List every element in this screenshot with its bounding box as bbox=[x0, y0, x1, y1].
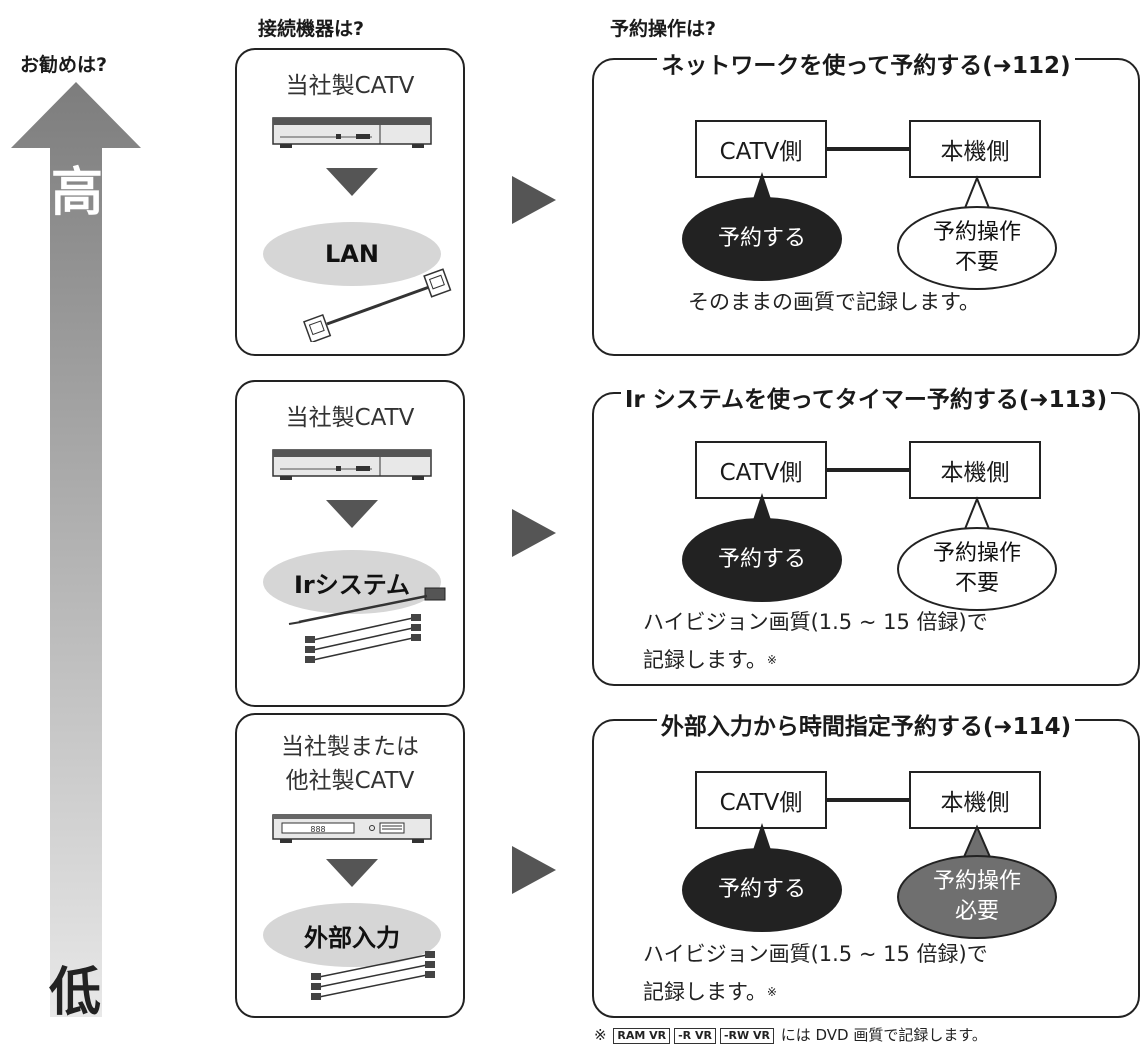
unit-side-box: 本機側 bbox=[909, 441, 1041, 499]
catv-action-bubble: 予約する bbox=[682, 848, 842, 932]
unit-action-bubble: 予約操作必要 bbox=[897, 855, 1057, 939]
reserve-title: ネットワークを使って予約する(➜112) bbox=[594, 46, 1138, 80]
footnote-text: には DVD 画質で記録します。 bbox=[780, 1026, 987, 1044]
device-title: 当社製CATV bbox=[285, 73, 415, 99]
unit-side-box: 本機側 bbox=[909, 771, 1041, 829]
reserve-box-ir: Ir システムを使ってタイマー予約する(➜113) bbox=[592, 387, 1140, 686]
connection-label-ir: Irシステム bbox=[263, 550, 441, 614]
tuner-display: 888 bbox=[310, 825, 325, 834]
lan-cable-icon bbox=[303, 268, 452, 342]
right-arrow-icon bbox=[512, 176, 556, 224]
link-line bbox=[827, 468, 909, 472]
device-header: 接続機器は? bbox=[258, 18, 365, 40]
right-arrow-icon bbox=[512, 846, 556, 894]
link-line bbox=[827, 798, 909, 802]
catv-tuner-icon bbox=[272, 449, 432, 480]
reserve-description: ハイビジョン画質(1.5 ~ 15 倍録)で記録します。※ bbox=[643, 610, 988, 672]
operation-header: 予約操作は? bbox=[610, 18, 717, 40]
device-box-lan: 当社製CATV LAN bbox=[235, 48, 465, 356]
tag-ram-vr: RAM VR bbox=[613, 1028, 671, 1044]
footnote-mark: ※ bbox=[594, 1026, 607, 1044]
catv-side-box: CATV側 bbox=[695, 441, 827, 499]
right-arrow-icon bbox=[512, 509, 556, 557]
footnote: ※ RAM VR-R VR-RW VR には DVD 画質で記録します。 bbox=[594, 1024, 987, 1045]
device-box-external: 当社製または 他社製CATV 888 外部入力 bbox=[235, 713, 465, 1018]
ir-cable-icon bbox=[288, 587, 446, 663]
unit-action-bubble: 予約操作不要 bbox=[897, 527, 1057, 611]
reserve-title: Ir システムを使ってタイマー予約する(➜113) bbox=[594, 380, 1138, 414]
catv-side-box: CATV側 bbox=[695, 120, 827, 178]
connection-label-external: 外部入力 bbox=[263, 903, 441, 967]
device-title-line1: 当社製または bbox=[281, 734, 419, 760]
catv-tuner-icon bbox=[272, 117, 432, 148]
device-title-line2: 他社製CATV bbox=[285, 768, 415, 794]
unit-action-bubble: 予約操作不要 bbox=[897, 206, 1057, 290]
note-mark: ※ bbox=[766, 653, 777, 667]
note-mark: ※ bbox=[766, 985, 777, 999]
recommendation-arrow bbox=[11, 82, 141, 1017]
down-arrow-icon bbox=[326, 500, 378, 528]
arrow-low-label: 低 bbox=[48, 963, 101, 1023]
reserve-description: そのままの画質で記録します。 bbox=[688, 290, 980, 314]
down-arrow-icon bbox=[326, 168, 378, 196]
connection-label-lan: LAN bbox=[263, 222, 441, 286]
reserve-title: 外部入力から時間指定予約する(➜114) bbox=[594, 707, 1138, 741]
catv-action-bubble: 予約する bbox=[682, 518, 842, 602]
tag-r-vr: -R VR bbox=[674, 1028, 716, 1044]
device-box-ir: 当社製CATV Irシステム bbox=[235, 380, 465, 707]
other-tuner-icon: 888 bbox=[272, 814, 432, 843]
tag-rw-vr: -RW VR bbox=[719, 1028, 774, 1044]
av-cable-icon bbox=[311, 951, 435, 1000]
catv-side-box: CATV側 bbox=[695, 771, 827, 829]
down-arrow-icon bbox=[326, 859, 378, 887]
recommend-header: お勧めは? bbox=[20, 54, 108, 76]
arrow-high-label: 高 bbox=[50, 163, 103, 223]
reserve-box-network: ネットワークを使って予約する(➜112) bbox=[592, 53, 1140, 356]
device-title: 当社製CATV bbox=[285, 405, 415, 431]
unit-side-box: 本機側 bbox=[909, 120, 1041, 178]
reserve-description: ハイビジョン画質(1.5 ~ 15 倍録)で記録します。※ bbox=[643, 942, 988, 1004]
link-line bbox=[827, 147, 909, 151]
reserve-box-external: 外部入力から時間指定予約する(➜114) bbox=[592, 714, 1140, 1018]
catv-action-bubble: 予約する bbox=[682, 197, 842, 281]
